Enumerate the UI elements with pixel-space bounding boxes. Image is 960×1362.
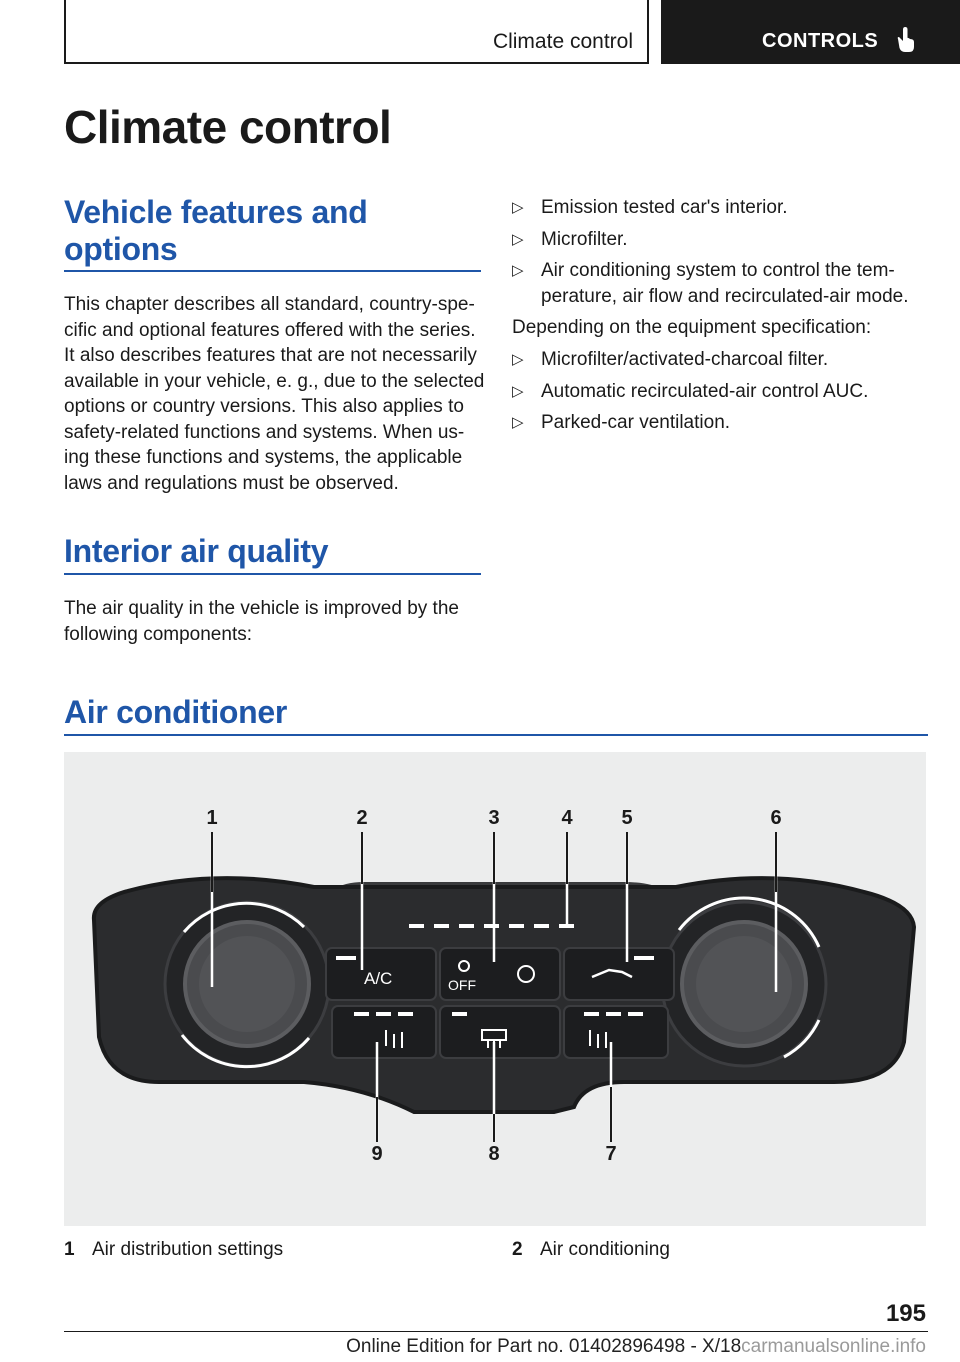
heading-rule <box>64 270 481 272</box>
list-item: ▷Emission tested car's interior. <box>512 195 909 221</box>
ac-button-label: A/C <box>364 969 392 988</box>
heading-vehicle-features: Vehicle features and options <box>64 194 368 267</box>
interior-air-text: The air quality in the vehicle is improv… <box>64 598 459 645</box>
callout-8: 8 <box>488 1143 499 1165</box>
callout-4: 4 <box>561 807 573 829</box>
list-item: ▷Microfilter. <box>512 227 909 253</box>
list-item: ▷Air conditioning system to control the … <box>512 260 909 307</box>
off-button-label: OFF <box>448 977 476 993</box>
seat-heating-right-icon <box>589 1030 607 1048</box>
air-conditioner-panel-illustration: A/C OFF <box>64 752 926 1226</box>
callout-7: 7 <box>605 1143 616 1165</box>
heading-rule <box>64 734 928 736</box>
header-section-title: Climate control <box>492 30 633 53</box>
page-number: 195 <box>885 1300 926 1327</box>
fan-icon <box>458 960 535 983</box>
watermark-text: carmanualsonline.info <box>741 1336 926 1357</box>
callout-5: 5 <box>621 807 632 829</box>
footer-rule <box>64 1331 928 1332</box>
footer-edition: Online Edition for Part no. 01402896498 … <box>346 1336 926 1357</box>
header-section-box: Climate control <box>64 0 649 64</box>
heading-rule <box>64 573 481 575</box>
list-item: ▷Microfilter/activated-charcoal filter. <box>512 347 868 373</box>
list-item: ▷Parked-car ventilation. <box>512 410 868 436</box>
callout-9: 9 <box>371 1143 382 1165</box>
triangle-bullet-icon: ▷ <box>512 262 524 279</box>
header-chapter-label: CONTROLS <box>762 30 879 52</box>
triangle-bullet-icon: ▷ <box>512 382 524 400</box>
page-title: Climate control <box>64 101 392 153</box>
callout-3: 3 <box>488 807 499 829</box>
header-chapter-tab[interactable]: CONTROLS <box>661 0 960 64</box>
heading-interior-air-quality: Interior air quality <box>64 533 329 569</box>
rear-defrost-icon <box>481 1029 507 1048</box>
optional-components-list: ▷Microfilter/activated-charcoal filter. … <box>512 347 868 442</box>
callout-1: 1 <box>206 807 217 829</box>
components-list: ▷Emission tested car's interior. ▷Microf… <box>512 195 909 315</box>
recirculation-icon <box>591 968 633 979</box>
vehicle-features-text: This chapter describes all standard, cou… <box>64 294 485 494</box>
callout-6: 6 <box>770 807 781 829</box>
climate-panel-drawing: A/C OFF <box>91 807 917 1165</box>
heading-air-conditioner: Air conditioner <box>64 694 288 730</box>
seat-heating-left-icon <box>385 1030 403 1048</box>
depending-text: Depending on the equipment specification… <box>512 317 872 338</box>
callout-2: 2 <box>356 807 367 829</box>
triangle-bullet-icon: ▷ <box>512 351 524 368</box>
triangle-bullet-icon: ▷ <box>512 414 524 431</box>
triangle-bullet-icon: ▷ <box>512 199 524 216</box>
triangle-bullet-icon: ▷ <box>512 230 524 248</box>
list-item: ▷Automatic recirculated-air control AUC. <box>512 379 868 405</box>
pointing-hand-icon <box>897 27 914 52</box>
